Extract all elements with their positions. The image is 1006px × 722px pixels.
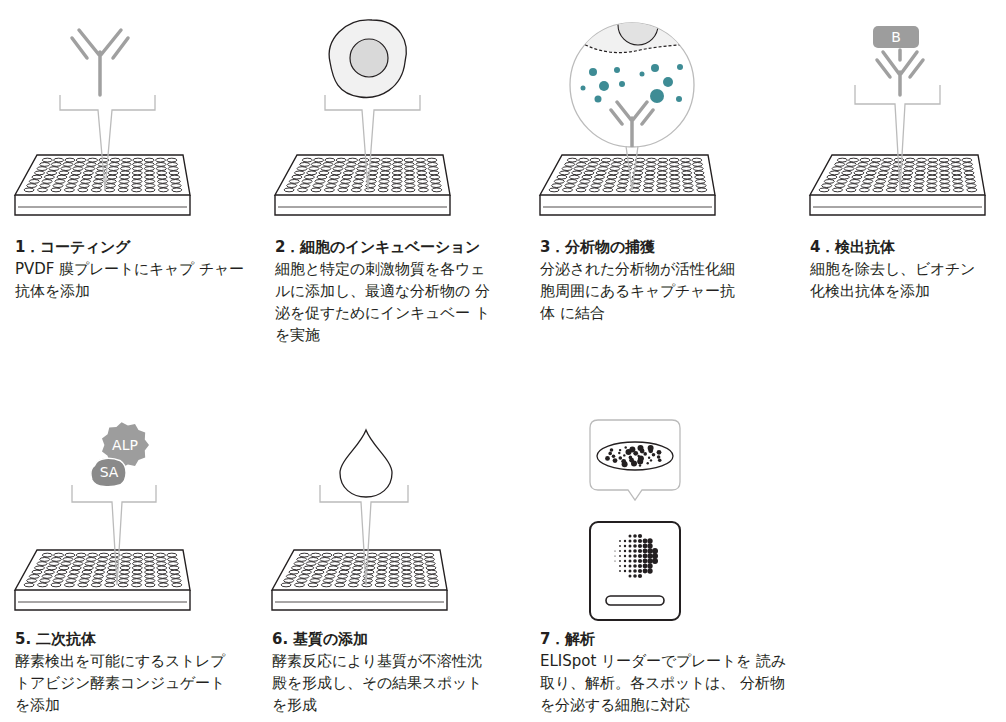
badge-label: B [891,29,901,45]
step-heading: 2．細胞のインキュベーション [275,236,575,258]
microplate [272,550,447,610]
step-description: PVDF 膜プレートにキャプ チャー抗体を添加 [15,258,245,302]
step-heading: 3．分析物の捕獲 [540,236,780,258]
sa-badge: SA [90,456,128,488]
cell [329,20,406,98]
elispot-reader [590,420,680,620]
step-heading: 6. 基質の添加 [272,628,512,650]
badge-label: ALP [112,437,138,453]
biotin-badge: B [873,26,919,48]
step-description: 分泌された分析物が活性化細 胞周囲にあるキャプチャー抗体 に結合 [540,258,741,324]
step-description: 細胞と特定の刺激物質を各ウェ ルに添加し、最適な分析物の 分泌を促すためにインキ… [275,258,491,346]
badge-label: SA [100,464,119,480]
step-description: ELISpot リーダーでプレートを 読み取り、解析。各スポットは、 分析物を分… [540,650,795,716]
microplate [15,550,190,610]
step-description: 酵素検出を可能にするストレプ トアビジン酵素コンジュゲート を添加 [15,650,231,716]
microplate [810,155,985,215]
substrate-drop [340,430,392,497]
microplate [275,155,450,215]
step-description: 酵素反応により基質が不溶性沈 殿を形成し、その結果スポット を形成 [272,650,488,716]
capture-zoom [565,5,700,190]
step-heading: 1．コーティング [15,236,315,258]
capture-antibody [72,30,128,95]
step-heading: 4．検出抗体 [810,236,960,258]
step-description: 細胞を除去し、ビオチン 化検出抗体を添加 [810,258,981,302]
detection-antibody [877,50,923,95]
microplate [540,155,715,215]
funnel-bracket [60,85,940,585]
step-heading: 7．解析 [540,628,780,650]
step-heading: 5. 二次抗体 [15,628,255,650]
